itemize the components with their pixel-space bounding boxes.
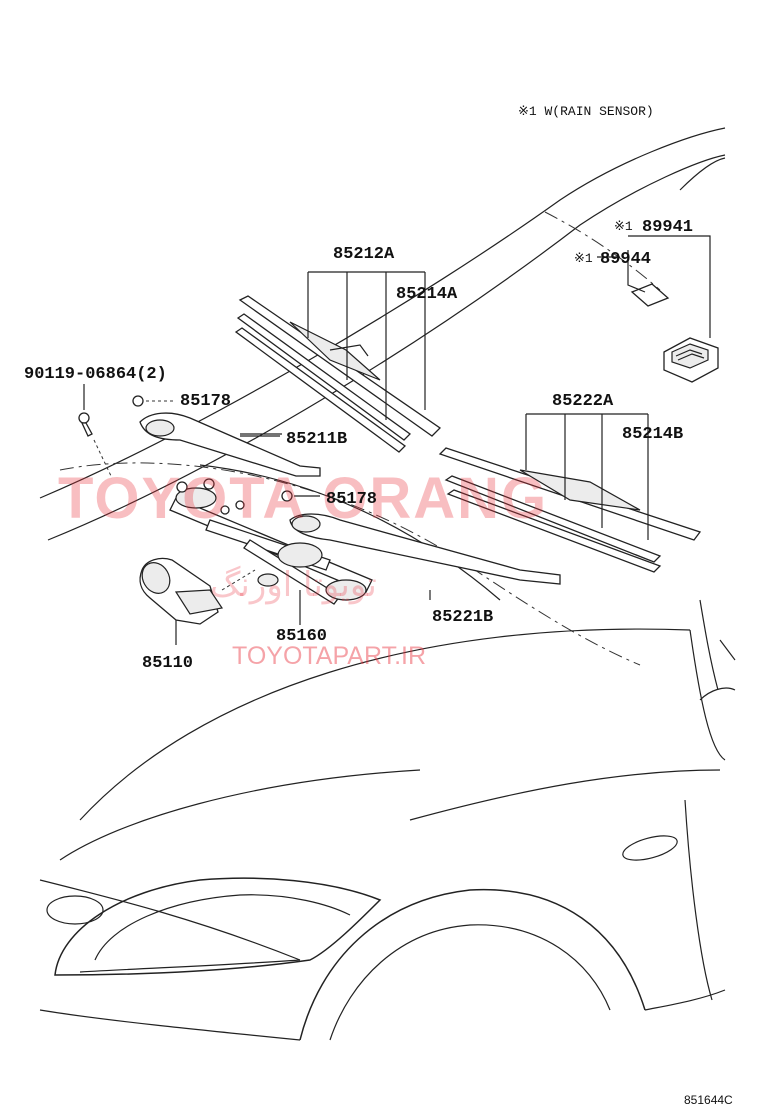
label-85178-mid: 85178 (326, 490, 377, 509)
label-85221B: 85221B (432, 608, 493, 627)
wiper-linkage-85160 (169, 478, 373, 625)
wiper-blade-right (438, 413, 702, 573)
rain-sensor-group (597, 235, 719, 383)
sensor-89941 (663, 337, 719, 383)
label-85211B: 85211B (286, 430, 347, 449)
bolt-90119 (78, 384, 113, 479)
label-85110: 85110 (142, 654, 193, 673)
rain-sensor-note: ※1 W(RAIN SENSOR) (518, 104, 654, 119)
nut-85178-top (132, 395, 174, 407)
watermark-persian: تویوتا اورنگ (210, 565, 377, 605)
wiper-arm-85211B (139, 412, 321, 477)
vehicle-outline (39, 127, 736, 1041)
mark-89941: ※1 (614, 219, 633, 234)
label-85160: 85160 (276, 627, 327, 646)
watermark-url: TOYOTAPART.IR (232, 642, 426, 670)
sensor-cover-89944 (630, 283, 670, 307)
label-85214A: 85214A (396, 285, 458, 304)
label-85214B: 85214B (622, 425, 683, 444)
label-90119: 90119-06864(2) (24, 365, 167, 384)
wiper-blade-left (234, 271, 442, 453)
wiper-motor-85110 (139, 557, 256, 645)
nut-85178-mid (281, 490, 320, 502)
watermark-main: TOYOTA ORANG (58, 466, 548, 531)
diagram-code: 851644C (684, 1093, 733, 1107)
mark-89944: ※1 (574, 251, 593, 266)
label-89944: 89944 (600, 250, 651, 269)
label-89941: 89941 (642, 218, 693, 237)
label-85222A: 85222A (552, 392, 614, 411)
wiper-arm-85221B (289, 513, 561, 585)
label-85178-top: 85178 (180, 392, 231, 411)
label-85212A: 85212A (333, 245, 395, 264)
